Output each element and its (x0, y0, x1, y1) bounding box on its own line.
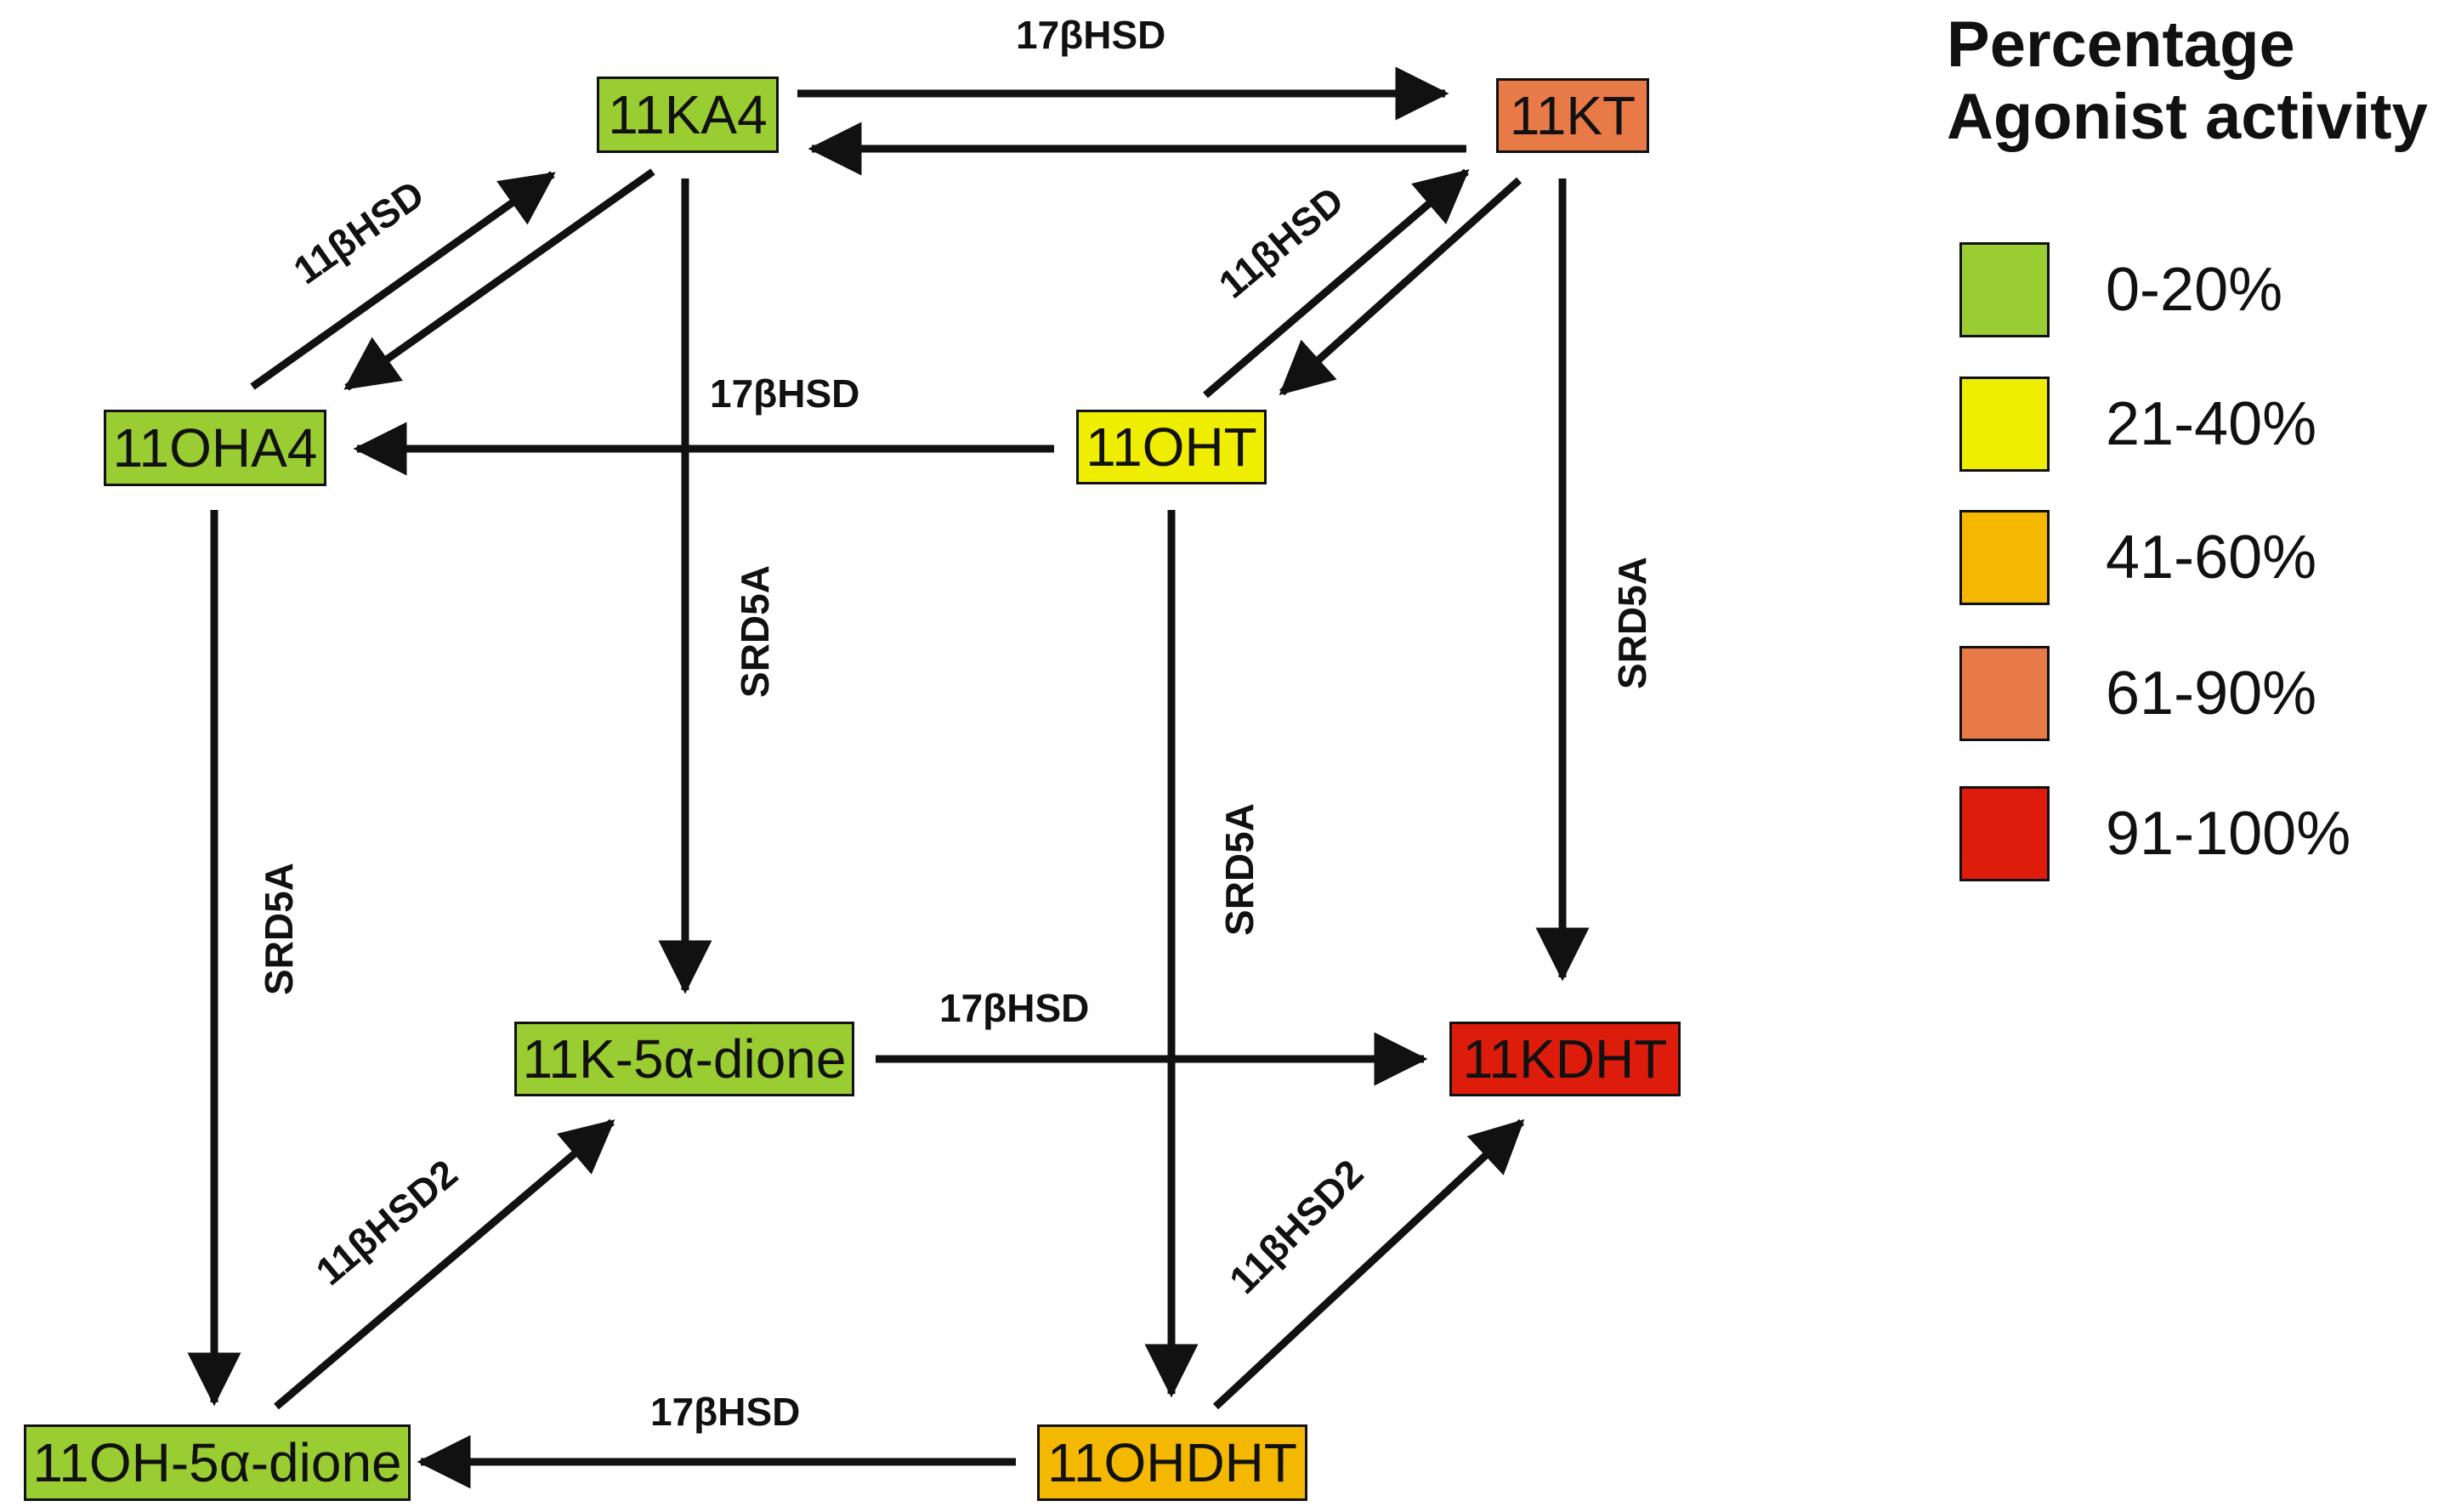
edge-label-11ohdht-11oh5adione: 17βHSD (650, 1390, 801, 1434)
node-11oht: 11OHT (1076, 410, 1267, 484)
edge-label-11ka4-11k5adione: SRD5A (732, 565, 777, 698)
legend-item: 0-20% (1959, 242, 2435, 337)
legend-label: 21-40% (2106, 390, 2317, 458)
edge-label-11k5adione-11kdht: 17βHSD (939, 986, 1090, 1030)
legend-swatch-21-40 (1959, 377, 2050, 472)
legend-title-line1: Percentage (1947, 8, 2295, 81)
arrow-11ka4-to-11oha4 (343, 168, 655, 391)
legend-swatch-0-20 (1959, 242, 2050, 337)
node-11kdht: 11KDHT (1449, 1022, 1681, 1096)
legend-item: 91-100% (1959, 786, 2435, 881)
edge-label-11oht-11oha4: 17βHSD (710, 371, 860, 416)
node-11oha4: 11OHA4 (104, 410, 326, 486)
arrow-11oh5adione-to-11k5adione (274, 1118, 615, 1410)
legend-item: 21-40% (1959, 377, 2435, 472)
legend-item: 61-90% (1959, 646, 2435, 741)
arrow-11ohdht-to-11kdht (1212, 1118, 1525, 1410)
node-11kt: 11KT (1496, 78, 1649, 153)
legend-swatch-41-60 (1959, 510, 2050, 605)
edge-label-11kt-11kdht: SRD5A (1609, 557, 1654, 689)
edge-label-11ka4-11kt: 17βHSD (1016, 13, 1166, 57)
legend-label: 0-20% (2106, 256, 2283, 324)
legend-swatch-61-90 (1959, 646, 2050, 741)
legend-title-line2: Agonist activity (1947, 81, 2428, 154)
node-11oh5adione: 11OH-5α-dione (24, 1424, 411, 1501)
arrow-11oha4-to-11ka4 (250, 171, 556, 390)
legend-swatch-91-100 (1959, 786, 2050, 881)
legend-title: Percentage Agonist activity (1947, 8, 2428, 153)
legend-item: 41-60% (1959, 510, 2435, 605)
legend-label: 61-90% (2106, 660, 2317, 728)
node-11ka4: 11KA4 (597, 76, 779, 153)
arrow-11oht-to-11kt (1203, 168, 1470, 399)
edge-label-11oht-11ohdht: SRD5A (1216, 803, 1262, 936)
arrow-11kt-to-11oht (1279, 177, 1523, 396)
node-11ohdht: 11OHDHT (1037, 1424, 1307, 1501)
edge-label-11oha4-11oh5adione: SRD5A (256, 863, 301, 995)
legend-label: 91-100% (2106, 800, 2351, 868)
legend-label: 41-60% (2106, 524, 2317, 592)
node-11k5adione: 11K-5α-dione (514, 1022, 854, 1096)
